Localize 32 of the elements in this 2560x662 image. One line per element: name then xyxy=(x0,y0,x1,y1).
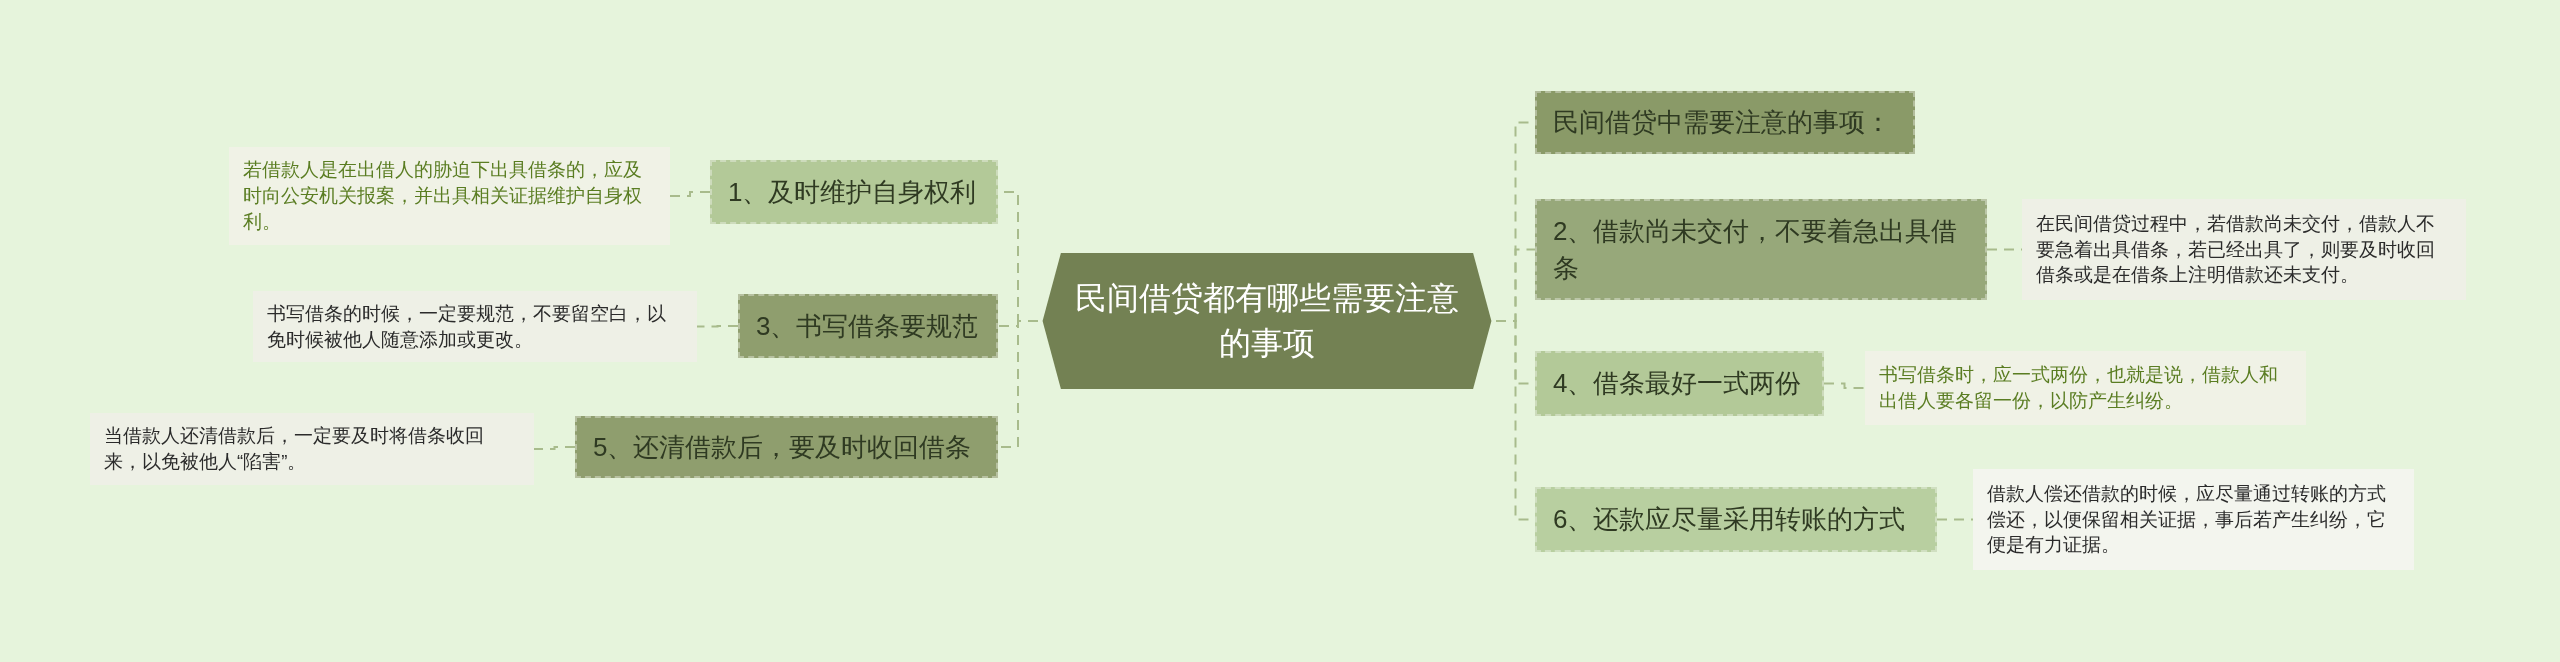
topic-box xyxy=(575,416,998,478)
topic-box xyxy=(1535,351,1824,416)
note-text: 当借款人还清借款后，一定要及时将借条收回来，以免被他人“陷害”。 xyxy=(104,424,485,474)
note-box xyxy=(90,413,534,485)
topic-box xyxy=(1535,487,1937,552)
topic-text: 民间借贷都有哪些需要注意的事项 xyxy=(1074,279,1460,363)
note-text: 在民间借贷过程中，若借款尚未交付，借款人不要急着出具借条，若已经出具了，则要及时收回借条或是在借条上注明借款还未支付。 xyxy=(2036,211,2436,288)
connector-line xyxy=(1936,518,1974,521)
note-text: 若借款人是在出借人的胁迫下出具借条的，应及时向公安机关报案，并出具相关证据维护自身权利。 xyxy=(243,158,643,234)
topic-text: 3、书写借条要规范 xyxy=(756,309,979,343)
connector-line xyxy=(533,446,576,450)
note-box xyxy=(1973,469,2414,570)
topic-text: 1、及时维护自身权利 xyxy=(728,175,977,209)
topic-box xyxy=(710,160,998,224)
topic-text: 6、还款应尽量采用转账的方式 xyxy=(1553,503,1906,537)
note-box xyxy=(1865,351,2306,425)
note-box xyxy=(229,147,670,245)
note-box xyxy=(253,291,697,362)
connector-line xyxy=(696,325,739,328)
topic-text: 2、借款尚未交付，不要着急出具借条 xyxy=(1553,215,1959,285)
topic-text: 民间借贷中需要注意的事项： xyxy=(1553,106,1891,140)
connector-line xyxy=(1823,382,1866,389)
connector-line xyxy=(669,191,711,197)
topic-box xyxy=(1535,199,1987,300)
topic-box xyxy=(1535,91,1915,154)
note-text: 书写借条的时候，一定要规范，不要留空白，以免时候被他人随意添加或更改。 xyxy=(267,301,667,352)
topic-text: 5、还清借款后，要及时收回借条 xyxy=(593,430,972,464)
note-box xyxy=(2022,199,2466,300)
note-text: 借款人偿还借款的时候，应尽量通过转账的方式偿还，以便保留相关证据，事后若产生纠纷，它便是有力证据。 xyxy=(1987,481,2387,558)
note-text: 书写借条时，应一式两份，也就是说，借款人和出借人要各留一份，以防产生纠纷。 xyxy=(1879,363,2279,413)
topic-box xyxy=(738,294,998,358)
topic-text: 4、借条最好一式两份 xyxy=(1553,367,1802,401)
